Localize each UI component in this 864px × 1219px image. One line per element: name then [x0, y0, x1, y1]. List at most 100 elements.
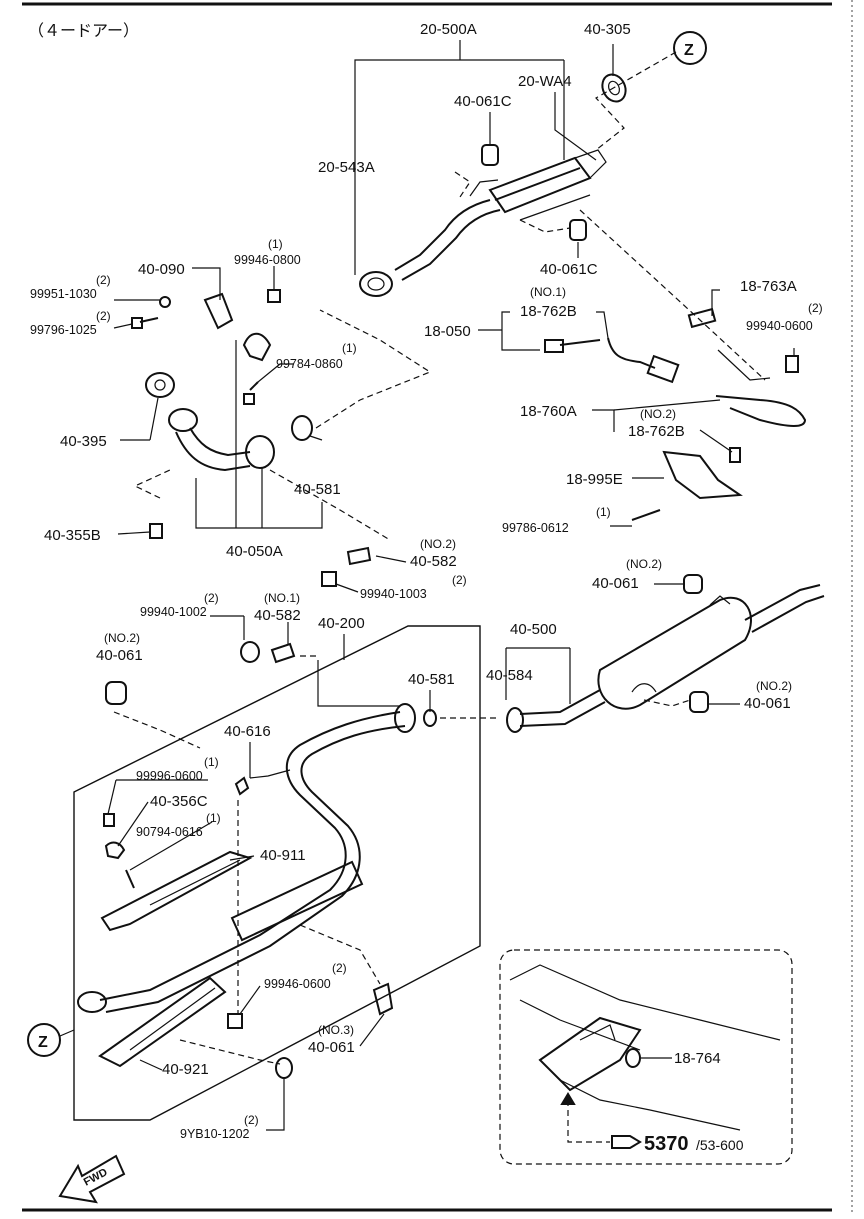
qty-99940-1003: (2)	[452, 573, 467, 587]
inset-bracket	[538, 1016, 642, 1092]
variant-note: （４ードアー）	[28, 22, 139, 40]
qty-99951-1030: (2)	[96, 273, 111, 287]
front-pipe-flange	[359, 271, 393, 297]
label-99946-0800: 99946-0800	[234, 253, 301, 267]
main-silencer-40-500	[597, 596, 752, 710]
reference-page-main: 5370	[644, 1133, 689, 1155]
nut-99940-0600	[785, 355, 799, 373]
label-40-061-no3: 40-061	[308, 1039, 355, 1056]
bolt-99784-0860	[249, 381, 259, 391]
clamp-bracket	[242, 332, 272, 362]
qty-no2-40-061-r: (NO.2)	[626, 557, 662, 571]
fwd-arrow-icon	[58, 1154, 126, 1204]
label-99784-0860: 99784-0860	[276, 357, 343, 371]
bracket-18-995E	[662, 450, 743, 500]
qty-no2-18-762B: (NO.2)	[640, 407, 676, 421]
label-40-061C-top: 40-061C	[454, 93, 512, 110]
qty-9YB10-1202: (2)	[244, 1113, 259, 1127]
label-18-764: 18-764	[674, 1050, 721, 1067]
label-99796-1025: 99796-1025	[30, 323, 97, 337]
fwd-arrow: FWD	[58, 1154, 126, 1204]
washer-99951-1030	[159, 296, 171, 308]
spring-40-582-no1	[270, 642, 296, 664]
pre-silencer-outlet-flange	[394, 703, 416, 733]
qty-99796-1025: (2)	[96, 309, 111, 323]
manifold-pipe-outlet	[245, 435, 275, 469]
hanger-40-061-no3	[372, 982, 394, 1016]
connector-18-762B-no1	[646, 354, 680, 384]
flange-gasket-40-395	[145, 372, 175, 398]
nut-99940-1003	[321, 571, 337, 587]
detail-inset-frame	[499, 949, 793, 1165]
z-marker-top-label: Z	[684, 42, 694, 59]
pre-silencer-assembly	[77, 641, 437, 1079]
bracket-18-763A	[687, 307, 717, 329]
bolt-40-616	[234, 776, 250, 796]
gasket-40-305	[601, 73, 627, 103]
manifold-pipe-40-050A	[189, 427, 251, 457]
label-18-762B-no2: 18-762B	[628, 423, 685, 440]
qty-99946-0600: (2)	[332, 961, 347, 975]
label-40-305: 40-305	[584, 21, 631, 38]
label-99940-1002: 99940-1002	[140, 605, 207, 619]
label-40-050A: 40-050A	[226, 543, 283, 560]
label-40-500: 40-500	[510, 621, 557, 638]
z-marker-top	[673, 31, 707, 65]
label-40-355B: 40-355B	[44, 527, 101, 544]
label-40-395: 40-395	[60, 433, 107, 450]
label-40-090: 40-090	[138, 261, 185, 278]
label-40-061-l: 40-061	[96, 647, 143, 664]
label-18-995E: 18-995E	[566, 471, 623, 488]
nut-40-355B	[149, 523, 163, 539]
qty-99940-0600: (2)	[808, 301, 823, 315]
label-90794-0616: 90794-0616	[136, 825, 203, 839]
reference-page-sub: /53-600	[696, 1137, 744, 1153]
label-9YB10-1202: 9YB10-1202	[180, 1127, 250, 1141]
gasket-40-581-top	[291, 415, 313, 441]
detail-inset	[509, 964, 781, 1149]
front-pipe	[394, 199, 491, 271]
hanger-40-061-right-bottom	[689, 691, 709, 713]
qty-no3-40-061: (NO.3)	[318, 1023, 354, 1037]
bolt-90794-0616	[125, 869, 135, 889]
qty-no2-40-061-l: (NO.2)	[104, 631, 140, 645]
reference-pointer-icon	[611, 1135, 642, 1149]
hanger-40-061C-mid	[569, 219, 587, 241]
label-40-356C: 40-356C	[150, 793, 208, 810]
label-40-200: 40-200	[318, 615, 365, 632]
manifold-pipe-flange	[168, 408, 198, 432]
label-40-921: 40-921	[162, 1061, 209, 1078]
hanger-40-061-right-top	[683, 574, 703, 594]
qty-no2-40-061-rr: (NO.2)	[756, 679, 792, 693]
qty-99784-0860: (1)	[342, 341, 357, 355]
label-99951-1030: 99951-1030	[30, 287, 97, 301]
clamp-40-356C	[104, 841, 126, 860]
qty-99786-0612: (1)	[596, 505, 611, 519]
manifold-pipe-assembly	[131, 289, 372, 587]
insulator-40-090	[203, 292, 234, 330]
label-99940-1003: 99940-1003	[360, 587, 427, 601]
qty-99996-0600: (1)	[204, 755, 219, 769]
connector-18-762B-no2	[729, 447, 741, 463]
label-20-WA4: 20-WA4	[518, 73, 572, 90]
nut-99946-0600	[227, 1013, 243, 1029]
label-99946-0600: 99946-0600	[264, 977, 331, 991]
gasket-40-581-mid	[423, 709, 437, 727]
nut-99946-0800	[267, 289, 281, 303]
label-40-581-mid: 40-581	[408, 671, 455, 688]
heat-shield-40-911	[100, 850, 253, 932]
label-99786-0612: 99786-0612	[502, 521, 569, 535]
pre-silencer-group-frame	[73, 625, 481, 1121]
label-18-760A: 18-760A	[520, 403, 577, 420]
nut-99940-1002	[240, 641, 260, 663]
label-40-584: 40-584	[486, 667, 533, 684]
qty-99940-1002: (2)	[204, 591, 219, 605]
label-20-500A: 20-500A	[420, 21, 477, 38]
label-40-616: 40-616	[224, 723, 271, 740]
front-pipe-assembly	[359, 73, 627, 297]
main-silencer-assembly	[506, 574, 825, 733]
pre-silencer-inlet-flange	[77, 991, 107, 1013]
label-40-582-no1: 40-582	[254, 607, 301, 624]
